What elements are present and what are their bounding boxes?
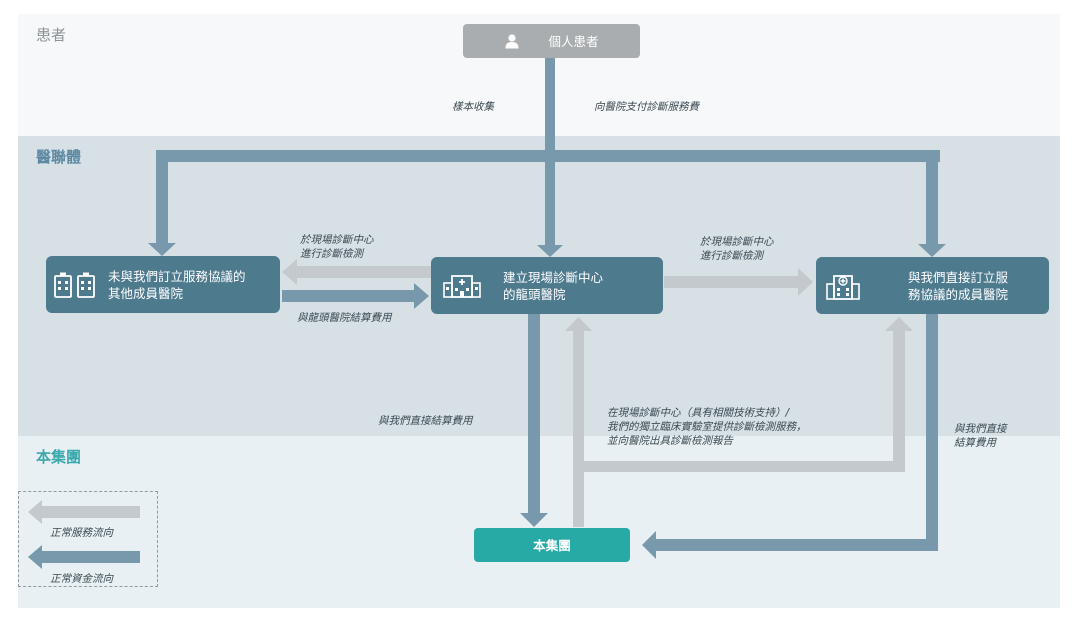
legend-service-arrow: [28, 500, 140, 524]
service-group-to-lead-arrow: [565, 317, 592, 527]
to-other-hospitals-arrow: [148, 162, 176, 256]
person-icon: [505, 34, 519, 49]
hospital-cross-icon: [826, 274, 860, 300]
service-provision-label: 在現場診斷中心（具有相關技術支持）/ 我們的獨立臨床實驗室提供診斷檢測服務， 並…: [607, 406, 807, 448]
patient-node: 個人患者: [463, 24, 640, 58]
onsite-test-left-line-1: 於現場診斷中心: [300, 234, 374, 246]
pay-hospital-label: 向醫院支付診斷服務費: [594, 101, 699, 113]
other-hospitals-label: 未與我們訂立服務協議的 其他成員醫院: [108, 268, 246, 302]
service-provision-line-1: 在現場診斷中心（具有相關技術支持）/: [607, 407, 790, 419]
hospital-buildings-icon: [54, 272, 95, 298]
member-hospitals-node: 與我們直接訂立服 務協議的成員醫院: [816, 257, 1049, 314]
money-member-to-group-arrow: [642, 531, 938, 559]
service-connector-line: [578, 461, 905, 472]
member-hospitals-label-line-1: 與我們直接訂立服: [908, 269, 1009, 285]
sample-collection-label: 樣本收集: [452, 101, 494, 113]
onsite-test-left-label: 於現場診斷中心 進行診斷檢測: [300, 233, 374, 261]
hospital-icon: [443, 274, 481, 298]
group-node: 本集團: [474, 528, 630, 562]
service-provision-line-2: 我們的獨立臨床實驗室提供診斷檢測服務，: [607, 421, 807, 433]
direct-settle-member-line-1: 與我們直接: [954, 423, 1007, 435]
direct-settle-member-line-2: 結算費用: [954, 437, 996, 449]
service-provision-line-3: 並向醫院出具診斷檢測報告: [607, 435, 733, 447]
member-hospitals-label-line-2: 務協議的成員醫院: [908, 286, 1009, 302]
other-hospitals-label-line-1: 未與我們訂立服務協議的: [108, 268, 246, 284]
onsite-test-right-line-1: 於現場診斷中心: [700, 236, 774, 248]
direct-settle-lead-label: 與我們直接結算費用: [378, 415, 473, 427]
member-hospitals-label: 與我們直接訂立服 務協議的成員醫院: [908, 269, 1008, 303]
service-lead-to-member-arrow: [664, 268, 813, 296]
patient-node-label: 個人患者: [548, 33, 599, 49]
settle-with-lead-label: 與龍頭醫院結算費用: [297, 312, 392, 324]
service-lead-to-other-arrow: [282, 259, 431, 285]
group-node-label: 本集團: [533, 537, 571, 553]
service-group-to-member-arrow: [885, 317, 913, 472]
onsite-test-left-line-2: 進行診斷檢測: [300, 248, 363, 260]
legend-fund-arrow: [28, 545, 140, 569]
lead-hospital-label-line-1: 建立現場診斷中心: [503, 269, 604, 285]
group-band-label: 本集團: [36, 448, 82, 466]
legend-fund-flow-label: 正常資金流向: [50, 573, 113, 585]
medical-alliance-band-label: 醫聯體: [36, 148, 82, 166]
money-member-down-line: [926, 314, 938, 551]
onsite-test-right-line-2: 進行診斷檢測: [700, 250, 763, 262]
money-other-to-lead-arrow: [282, 283, 429, 309]
distribution-line: [156, 150, 940, 162]
legend-service-flow-label: 正常服務流向: [50, 527, 113, 539]
lead-hospital-label-line-2: 的龍頭醫院: [503, 286, 566, 302]
patient-band-label: 患者: [36, 26, 67, 44]
lead-hospital-label: 建立現場診斷中心 的龍頭醫院: [503, 269, 603, 303]
money-lead-to-group-arrow: [520, 314, 548, 527]
to-member-hospitals-arrow: [918, 162, 946, 257]
direct-settle-member-label: 與我們直接 結算費用: [954, 422, 1007, 450]
other-hospitals-label-line-2: 其他成員醫院: [108, 285, 184, 301]
legend: [18, 491, 158, 587]
other-hospitals-node: 未與我們訂立服務協議的 其他成員醫院: [46, 256, 280, 313]
lead-hospital-node: 建立現場診斷中心 的龍頭醫院: [431, 257, 663, 314]
onsite-test-right-label: 於現場診斷中心 進行診斷檢測: [700, 235, 774, 263]
